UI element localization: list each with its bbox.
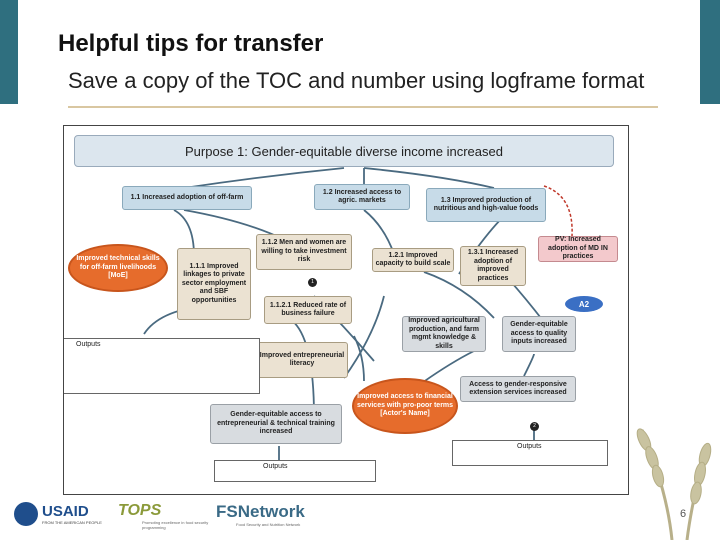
header-band xyxy=(0,0,720,104)
node-pv: PV: Increased adoption of MD IN practice… xyxy=(538,236,618,262)
node-1-3: 1.3 Improved production of nutritious an… xyxy=(426,188,546,222)
page-number: 6 xyxy=(680,508,687,520)
node-technical-skills: Improved technical skills for off-farm l… xyxy=(68,244,168,292)
outputs-label-1: Outputs xyxy=(76,341,101,348)
outputs-box-1: Outputs xyxy=(64,338,260,394)
node-quality-inputs: Gender-equitable access to quality input… xyxy=(502,316,576,352)
node-extension-services: Access to gender-responsive extension se… xyxy=(460,376,576,402)
slide-title: Helpful tips for transfer xyxy=(58,30,324,57)
outputs-box-2: Outputs xyxy=(452,440,608,466)
usaid-tagline: FROM THE AMERICAN PEOPLE xyxy=(42,520,102,525)
node-financial-services: Improved access to financial services wi… xyxy=(352,378,458,434)
left-accent-bar xyxy=(0,0,18,104)
badge-2: 2 xyxy=(530,422,539,431)
node-agri-production: Improved agricultural production, and fa… xyxy=(402,316,486,352)
node-entrepreneurial-literacy: Improved entrepreneurial literacy xyxy=(256,342,348,378)
tops-logo-text: TOPS xyxy=(118,502,162,519)
title-divider xyxy=(68,106,658,108)
badge-1: 1 xyxy=(308,278,317,287)
a2-marker: A2 xyxy=(565,296,603,312)
node-1-2-1: 1.2.1 Improved capacity to build scale xyxy=(372,248,454,272)
fsn-tagline: Food Security and Nutrition Network xyxy=(236,522,301,527)
node-1-3-1: 1.3.1 Increased adoption of improved pra… xyxy=(460,246,526,286)
theory-of-change-diagram: Purpose 1: Gender-equitable diverse inco… xyxy=(63,125,629,495)
node-1-1: 1.1 Increased adoption of off-farm xyxy=(122,186,252,210)
node-1-1-2: 1.1.2 Men and women are willing to take … xyxy=(256,234,352,270)
right-accent-bar xyxy=(700,0,720,104)
outputs-box-3: Outputs xyxy=(214,460,376,482)
outputs-label-2: Outputs xyxy=(517,443,542,450)
diagram-connectors xyxy=(143,167,573,468)
slide-subtitle: Save a copy of the TOC and number using … xyxy=(68,68,645,93)
fsn-logo-text: FSNetwork xyxy=(216,502,305,521)
outputs-label-3: Outputs xyxy=(263,463,288,470)
tops-tagline: Promoting excellence in food security pr… xyxy=(142,520,209,530)
node-1-1-1: 1.1.1 Improved linkages to private secto… xyxy=(177,248,251,320)
node-1-1-2-1: 1.1.2.1 Reduced rate of business failure xyxy=(264,296,352,324)
wheat-decoration-icon xyxy=(636,428,712,540)
usaid-logo-text: USAID xyxy=(42,503,89,520)
node-entrepreneurial-training: Gender-equitable access to entrepreneuri… xyxy=(210,404,342,444)
footer-logos: USAID FROM THE AMERICAN PEOPLE TOPS Prom… xyxy=(0,490,720,540)
usaid-seal-icon xyxy=(14,502,38,526)
node-1-2: 1.2 Increased access to agric. markets xyxy=(314,184,410,210)
purpose-box: Purpose 1: Gender-equitable diverse inco… xyxy=(74,135,614,167)
